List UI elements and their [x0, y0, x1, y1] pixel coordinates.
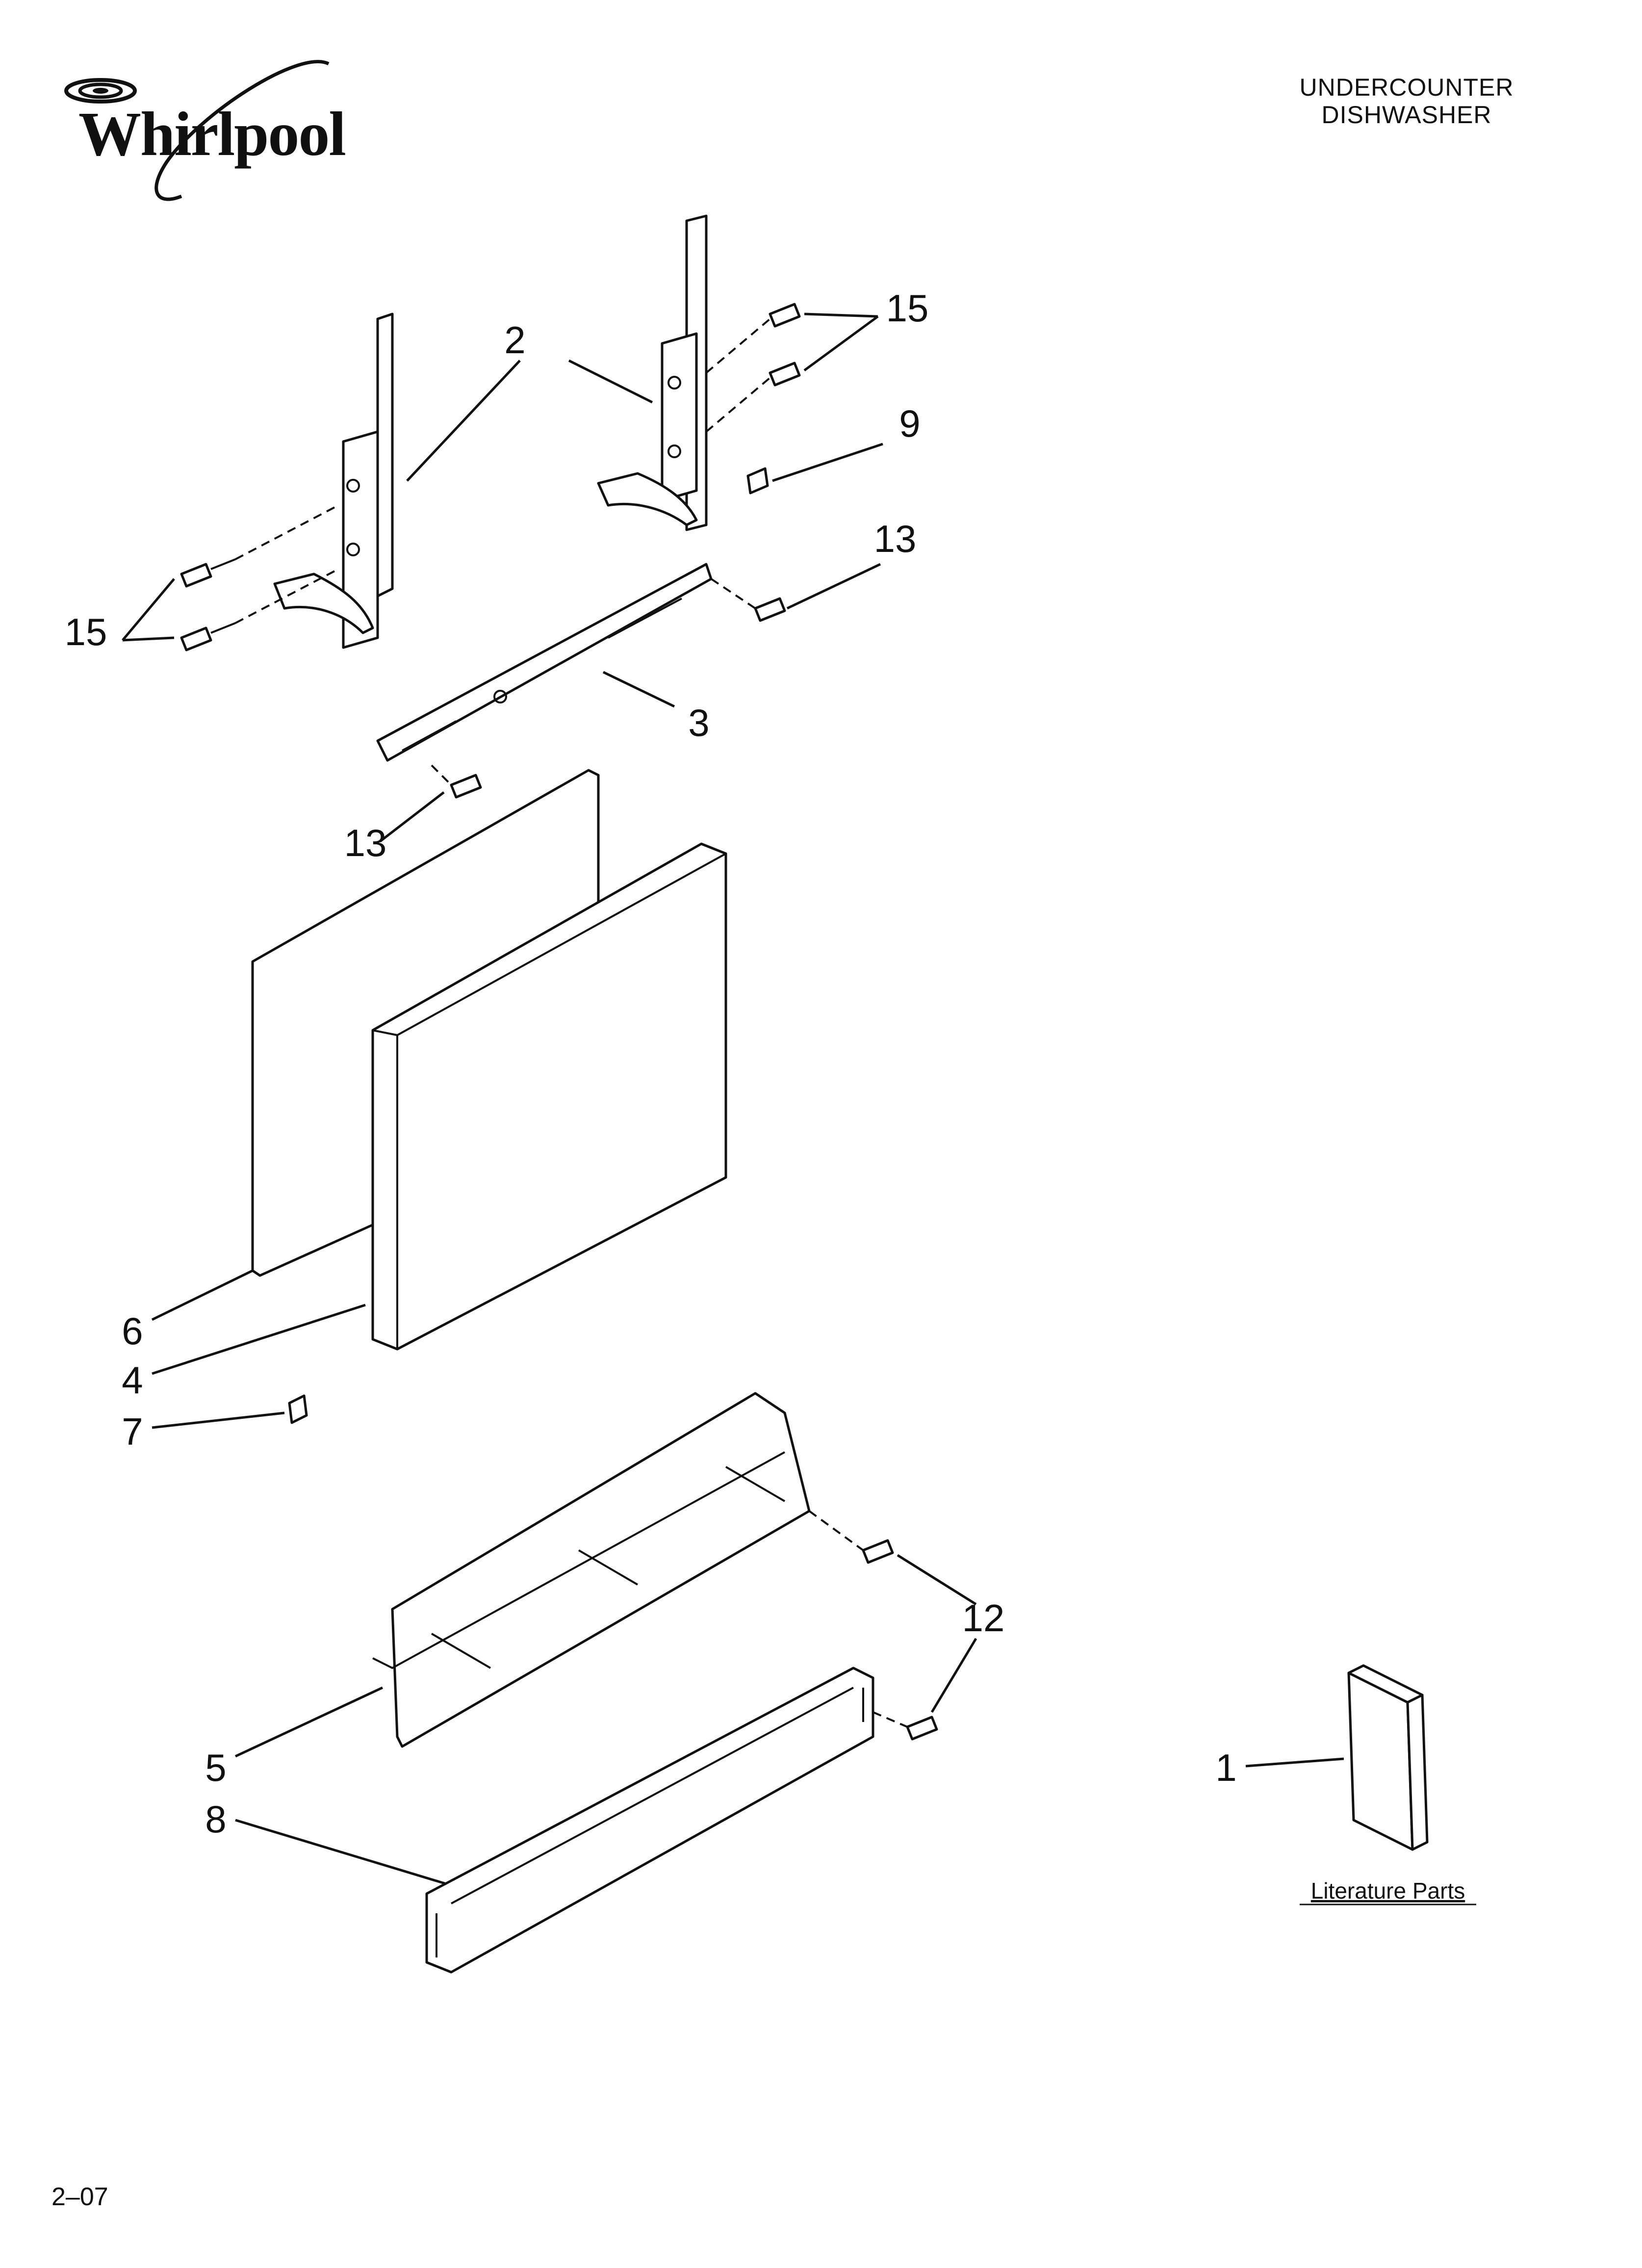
- screw-12-upper[interactable]: [862, 1539, 894, 1564]
- callout-5: 5: [205, 1746, 226, 1789]
- callout-8: 8: [205, 1798, 226, 1841]
- outer-door-panel-4[interactable]: [371, 842, 727, 1351]
- screw-15-left-upper[interactable]: [180, 558, 236, 588]
- callout-15-left: 15: [65, 610, 107, 653]
- screw-15-right-upper[interactable]: [769, 303, 801, 328]
- leader-2-right: [568, 359, 653, 404]
- callout-9: 9: [899, 402, 920, 445]
- literature-parts-label: Literature Parts: [1311, 1878, 1465, 1903]
- clip-9[interactable]: [746, 467, 769, 495]
- callout-6: 6: [122, 1309, 143, 1353]
- leader-13-lower: [379, 791, 445, 842]
- screw-13-right[interactable]: [754, 597, 786, 622]
- callout-12: 12: [962, 1596, 1005, 1640]
- leader-5: [234, 1686, 384, 1758]
- callout-13-lower: 13: [344, 821, 387, 864]
- leader-13-right: [786, 563, 881, 610]
- callout-4: 4: [122, 1358, 143, 1402]
- page-code: 2–07: [51, 2183, 108, 2211]
- whirlpool-logo: Whirlpool: [54, 54, 348, 211]
- screw-12-lower[interactable]: [906, 1716, 938, 1741]
- toe-panel-support-5[interactable]: [372, 1392, 811, 1748]
- callout-13-right: 13: [874, 517, 917, 560]
- title-line-1: UNDERCOUNTER: [1299, 74, 1514, 101]
- door-top-rail-3[interactable]: [376, 563, 713, 762]
- leader-3: [602, 671, 675, 708]
- leader-1: [1245, 1757, 1344, 1768]
- screw-15-right-lower[interactable]: [769, 362, 801, 387]
- leader-2-left: [406, 360, 521, 482]
- leader-15-right-upper: [804, 313, 878, 318]
- leader-15-left-upper: [122, 578, 175, 641]
- callout-15-right: 15: [886, 287, 929, 330]
- page-title: UNDERCOUNTER DISHWASHER: [1235, 74, 1578, 129]
- clip-7[interactable]: [288, 1394, 308, 1424]
- leader-4: [152, 1303, 366, 1375]
- leader-9: [772, 443, 883, 482]
- screw-13-lower[interactable]: [450, 774, 482, 799]
- leader-15-right-lower: [803, 315, 879, 372]
- leader-8: [235, 1819, 447, 1885]
- hinge-bracket-left[interactable]: [273, 313, 394, 649]
- hinge-bracket-right[interactable]: [597, 214, 708, 531]
- leader-15-left-lower: [122, 636, 175, 642]
- title-line-2: DISHWASHER: [1321, 101, 1492, 129]
- callout-2: 2: [504, 318, 525, 362]
- toe-panel-8[interactable]: [425, 1667, 874, 1974]
- callout-3: 3: [688, 701, 709, 744]
- leader-7: [152, 1411, 285, 1429]
- callout-1: 1: [1215, 1746, 1236, 1789]
- callout-7: 7: [122, 1410, 143, 1453]
- leader-12-lower: [930, 1638, 977, 1713]
- leader-12-upper: [897, 1554, 977, 1606]
- screw-15-left-lower[interactable]: [180, 622, 236, 652]
- swirl-icon: [64, 60, 330, 201]
- leader-6: [151, 1269, 254, 1321]
- literature-booklet-1[interactable]: [1347, 1664, 1429, 1851]
- brand-wordmark: Whirlpool: [78, 99, 346, 169]
